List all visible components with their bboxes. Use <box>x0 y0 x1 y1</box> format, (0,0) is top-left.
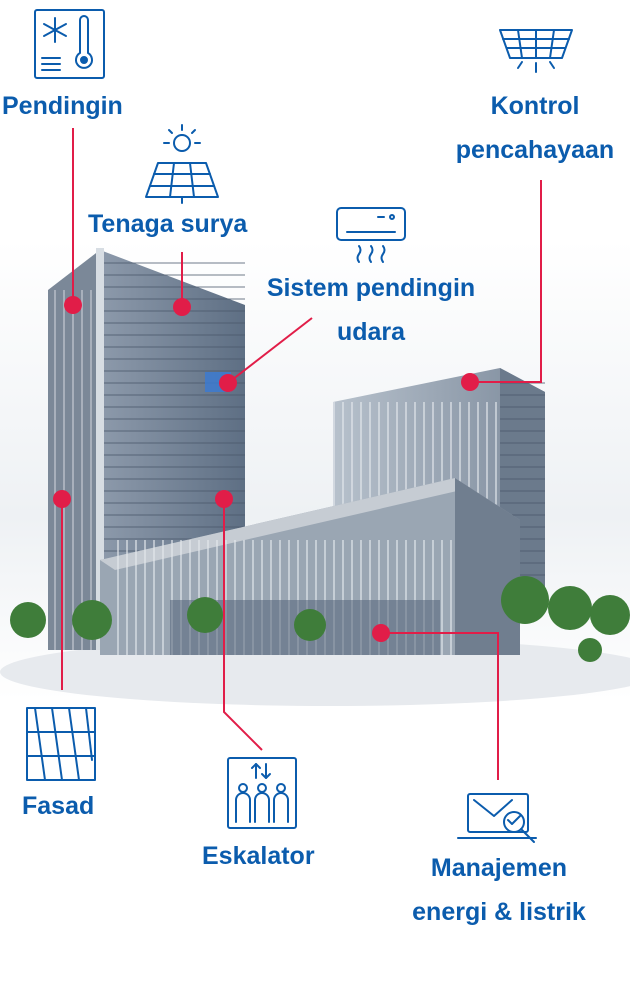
label-solar: Tenaga surya <box>88 210 248 238</box>
air-conditioner-icon <box>336 207 406 263</box>
label-cooling: Pendingin <box>2 92 123 120</box>
label-facade: Fasad <box>22 792 95 820</box>
marker-dot-aircon <box>219 374 237 392</box>
energy-monitor-icon <box>457 793 537 843</box>
marker-dot-cooling <box>64 296 82 314</box>
label-lighting-line1: Kontrol <box>490 92 580 120</box>
label-energy: Manajemen energi & listrik <box>392 846 606 934</box>
leader-lines <box>61 128 542 780</box>
label-aircon-line2: udara <box>336 318 406 346</box>
leader-line-escalator <box>223 499 263 751</box>
snowflake-thermometer-icon <box>34 9 105 79</box>
ceiling-light-icon <box>499 29 573 73</box>
marker-dots <box>53 296 479 642</box>
label-energy-line1: Manajemen <box>430 854 568 882</box>
marker-dot-energy <box>372 624 390 642</box>
leader-line-lighting <box>470 180 542 383</box>
facade-icon <box>26 707 96 781</box>
label-lighting-line2: pencahayaan <box>455 136 615 164</box>
label-aircon: Sistem pendingin udara <box>244 266 498 354</box>
marker-dot-escalator <box>215 490 233 508</box>
label-escalator: Eskalator <box>202 842 315 870</box>
solar-panel-sun-icon <box>145 124 219 204</box>
leader-line-energy <box>381 632 499 780</box>
label-aircon-line1: Sistem pendingin <box>266 274 476 302</box>
plaza-ground <box>0 638 630 706</box>
trees <box>10 576 630 662</box>
marker-dot-lighting <box>461 373 479 391</box>
label-lighting: Kontrol pencahayaan <box>440 84 630 172</box>
marker-dot-solar <box>173 298 191 316</box>
leader-line-aircon <box>227 317 313 384</box>
label-energy-line2: energi & listrik <box>412 898 586 926</box>
escalator-people-icon <box>227 757 297 829</box>
marker-dot-facade <box>53 490 71 508</box>
